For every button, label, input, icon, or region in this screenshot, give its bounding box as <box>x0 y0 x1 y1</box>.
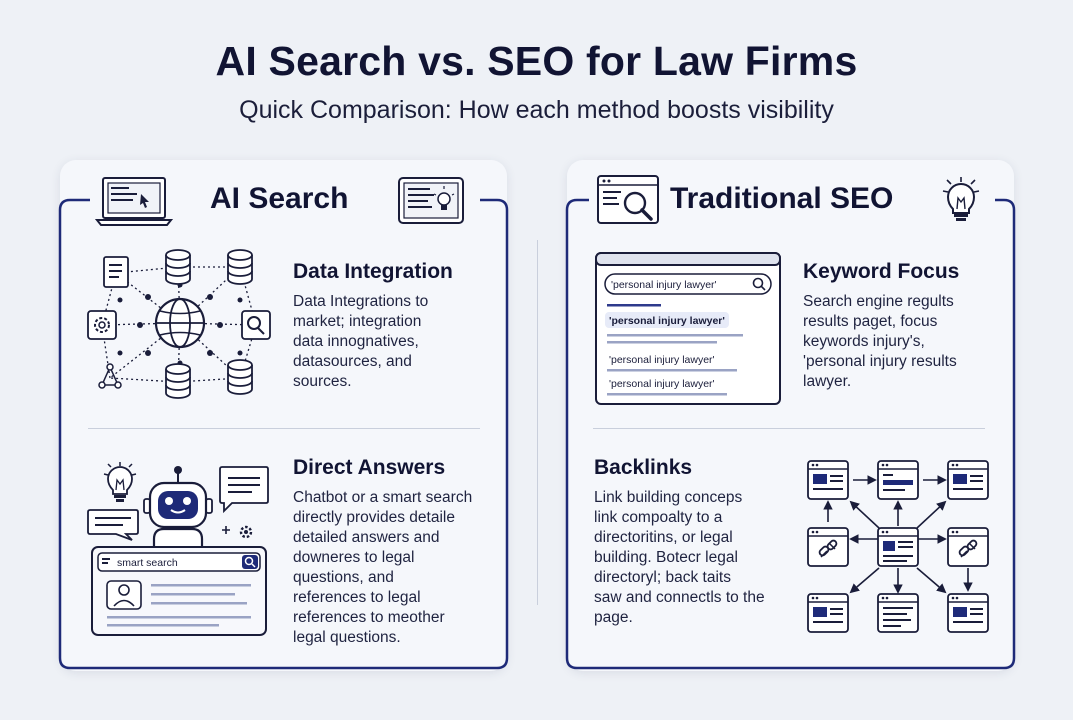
chat-bubble-icon <box>219 466 269 514</box>
search-result: 'personal injury lawyer' <box>609 378 715 390</box>
search-result-highlight: 'personal injury lawyer' <box>609 315 725 327</box>
ai-section-divider <box>88 428 480 429</box>
panel-divider <box>537 240 538 605</box>
ai-search-panel: AI Search <box>58 160 509 671</box>
traditional-seo-heading: Traditional SEO <box>670 182 894 215</box>
gear-icon <box>222 525 253 539</box>
seo-section-divider <box>593 428 985 429</box>
keyword-focus-body: Search engine regults results paget, foc… <box>803 293 957 390</box>
lightbulb-icon <box>103 462 137 502</box>
chat-bubble-icon <box>87 509 139 541</box>
web-page-icon <box>807 460 849 500</box>
ai-panel-frame <box>58 198 509 670</box>
link-page-icon <box>947 527 989 567</box>
web-page-icon <box>877 593 919 633</box>
arrow-icon <box>916 567 947 594</box>
page-subtitle: Quick Comparison: How each method boosts… <box>239 96 834 124</box>
web-page-icon <box>947 460 989 500</box>
web-page-icon <box>877 527 919 567</box>
direct-answers-body: Chatbot or a smart search directly provi… <box>293 489 473 646</box>
arrow-icon <box>849 567 880 594</box>
browser-search-icon <box>597 175 659 224</box>
arrow-icon <box>849 500 880 529</box>
backlinks-title: Backlinks <box>594 456 693 479</box>
traditional-seo-panel: Traditional SEO 'personal injury lawyer'… <box>565 160 1016 671</box>
direct-answers-title: Direct Answers <box>293 456 446 479</box>
lightbulb-icon <box>942 177 980 221</box>
backlinks-body: Link building conceps link compoalty to … <box>594 489 765 626</box>
keyword-query: 'personal injury lawyer' <box>611 279 717 291</box>
data-integration-title: Data Integration <box>293 260 453 283</box>
web-page-icon <box>877 460 919 500</box>
keyword-focus-title: Keyword Focus <box>803 260 960 283</box>
robot-icon <box>143 466 213 550</box>
data-integration-body: Data Integrations to market; integration… <box>293 293 429 390</box>
search-results-window: 'personal injury lawyer' 'personal injur… <box>595 252 781 405</box>
search-result: 'personal injury lawyer' <box>609 354 715 366</box>
link-page-icon <box>807 527 849 567</box>
page-title: AI Search vs. SEO for Law Firms <box>215 38 858 84</box>
backlinks-network-diagram <box>807 460 989 633</box>
arrow-icon <box>916 500 947 529</box>
tablet-lightbulb-icon <box>398 177 464 224</box>
search-input[interactable]: smart search <box>117 557 178 569</box>
ai-search-heading: AI Search <box>210 182 349 215</box>
network-globe-icon <box>87 249 271 399</box>
web-page-icon <box>807 593 849 633</box>
laptop-icon <box>94 177 174 226</box>
web-page-icon <box>947 593 989 633</box>
smart-search-window[interactable]: smart search <box>91 546 267 636</box>
seo-panel-frame <box>565 198 1016 670</box>
